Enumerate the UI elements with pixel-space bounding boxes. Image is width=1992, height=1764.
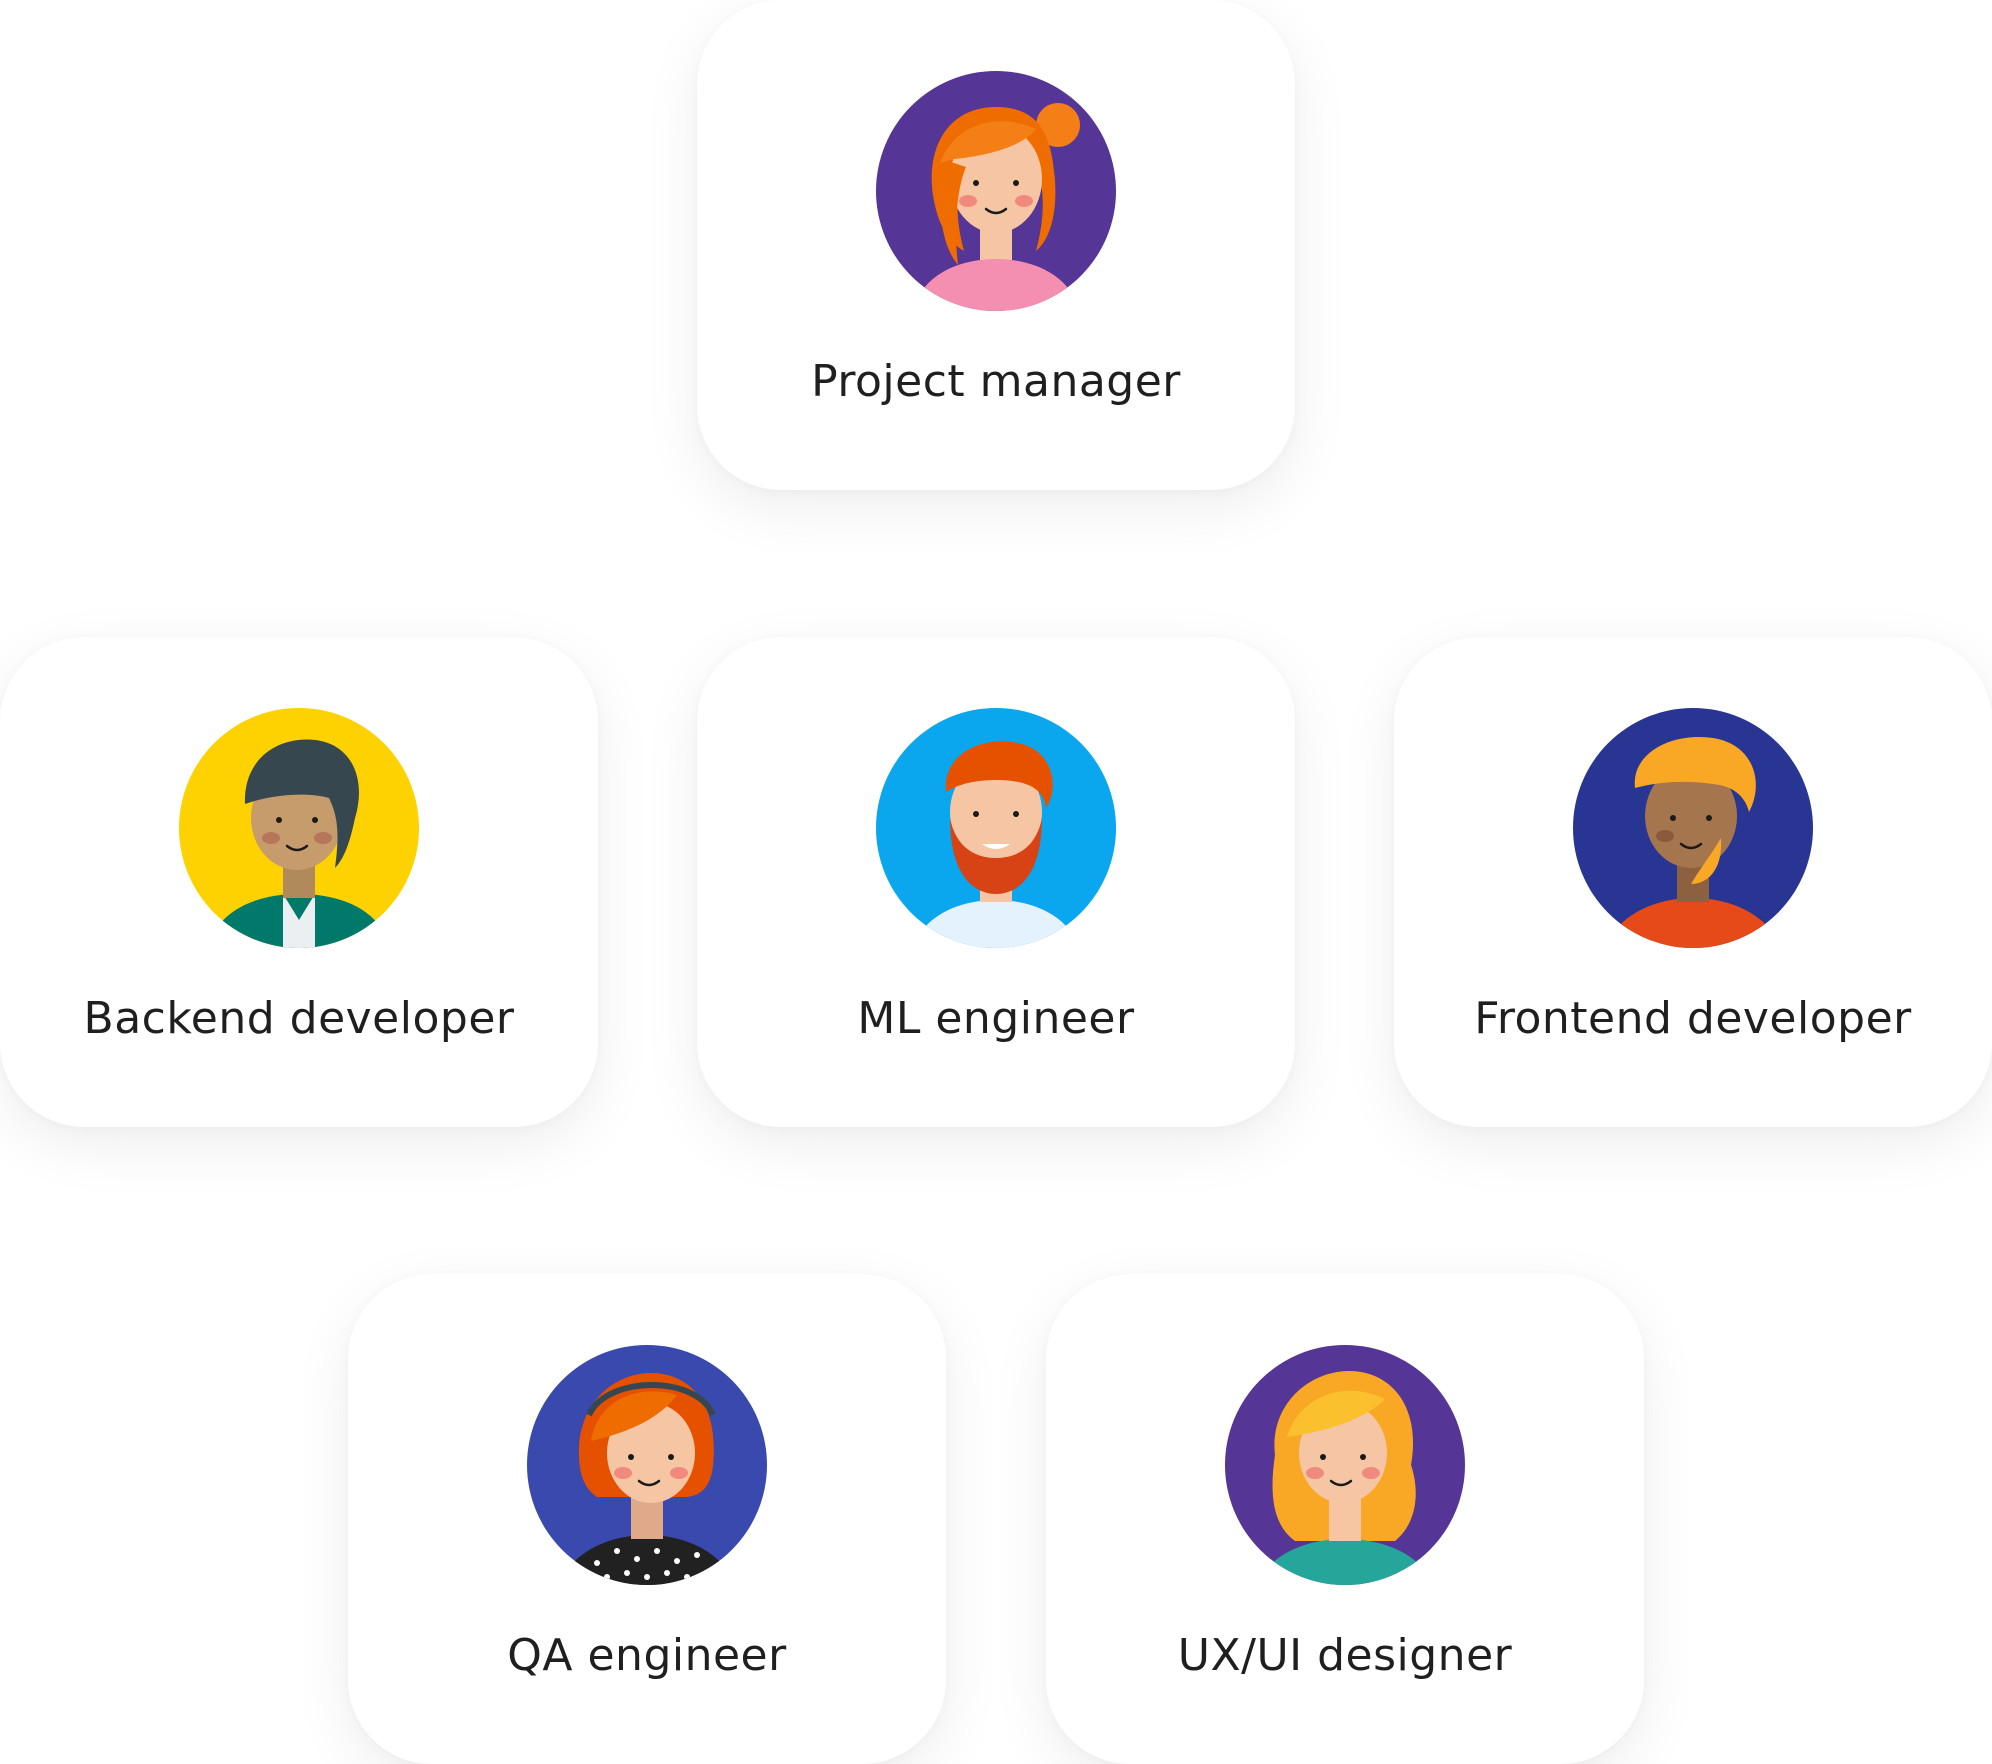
woman-orange-hair-bun-avatar-icon xyxy=(876,71,1116,311)
role-card-qa-engineer: QA engineer xyxy=(348,1274,946,1764)
role-label: Project manager xyxy=(811,356,1181,407)
man-red-beard-avatar-icon xyxy=(876,708,1116,948)
woman-blonde-hair-avatar-icon xyxy=(1225,1345,1465,1585)
role-card-backend-developer: Backend developer xyxy=(0,637,598,1127)
role-card-ux-ui-designer: UX/UI designer xyxy=(1046,1274,1644,1764)
man-orange-curly-hair-avatar-icon xyxy=(1573,708,1813,948)
role-label: Backend developer xyxy=(83,993,515,1044)
role-card-ml-engineer: ML engineer xyxy=(697,637,1295,1127)
role-label: QA engineer xyxy=(507,1630,787,1681)
woman-headset-avatar-icon xyxy=(527,1345,767,1585)
role-label: UX/UI designer xyxy=(1177,1630,1513,1681)
man-dark-hair-green-jacket-avatar-icon xyxy=(179,708,419,948)
role-card-project-manager: Project manager xyxy=(697,0,1295,490)
role-label: Frontend developer xyxy=(1474,993,1912,1044)
role-card-frontend-developer: Frontend developer xyxy=(1394,637,1992,1127)
role-label: ML engineer xyxy=(857,993,1135,1044)
